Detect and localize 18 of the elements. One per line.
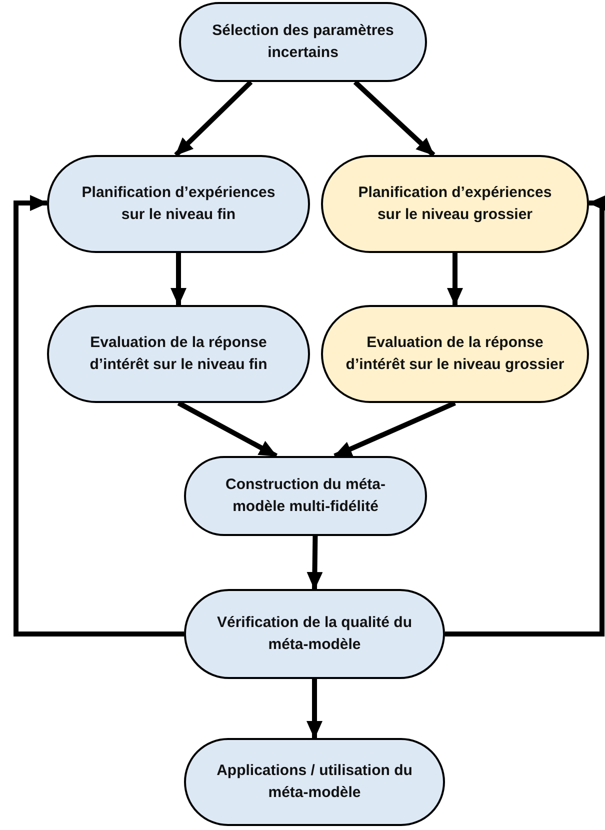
arrow [447,253,463,306]
node-label: Evaluation de la réponse d’intérêt sur le niveau grossier [345,333,565,375]
arrow [170,253,186,306]
node-label: Evaluation de la réponse d’intérêt sur le niveau fin [88,333,268,375]
arrow [445,195,605,636]
node-label: Planification d’expériences sur le niveau fin [80,183,276,225]
arrow [334,400,456,458]
arrow [14,195,184,636]
arrow [177,400,278,458]
arrow [306,679,322,739]
node-label: Vérification de la qualité du méta-modèle [216,613,414,655]
node-label: Sélection des paramètres incertains [211,21,395,63]
arrow [174,80,253,157]
node-label: Applications / utilisation du méta-modèle [216,761,414,803]
arrow [306,536,323,590]
arrow [353,80,436,157]
node-label: Construction du méta-modèle multi-fidélité [224,475,386,517]
node-label: Planification d’expériences sur le niveau grossier [357,183,553,225]
